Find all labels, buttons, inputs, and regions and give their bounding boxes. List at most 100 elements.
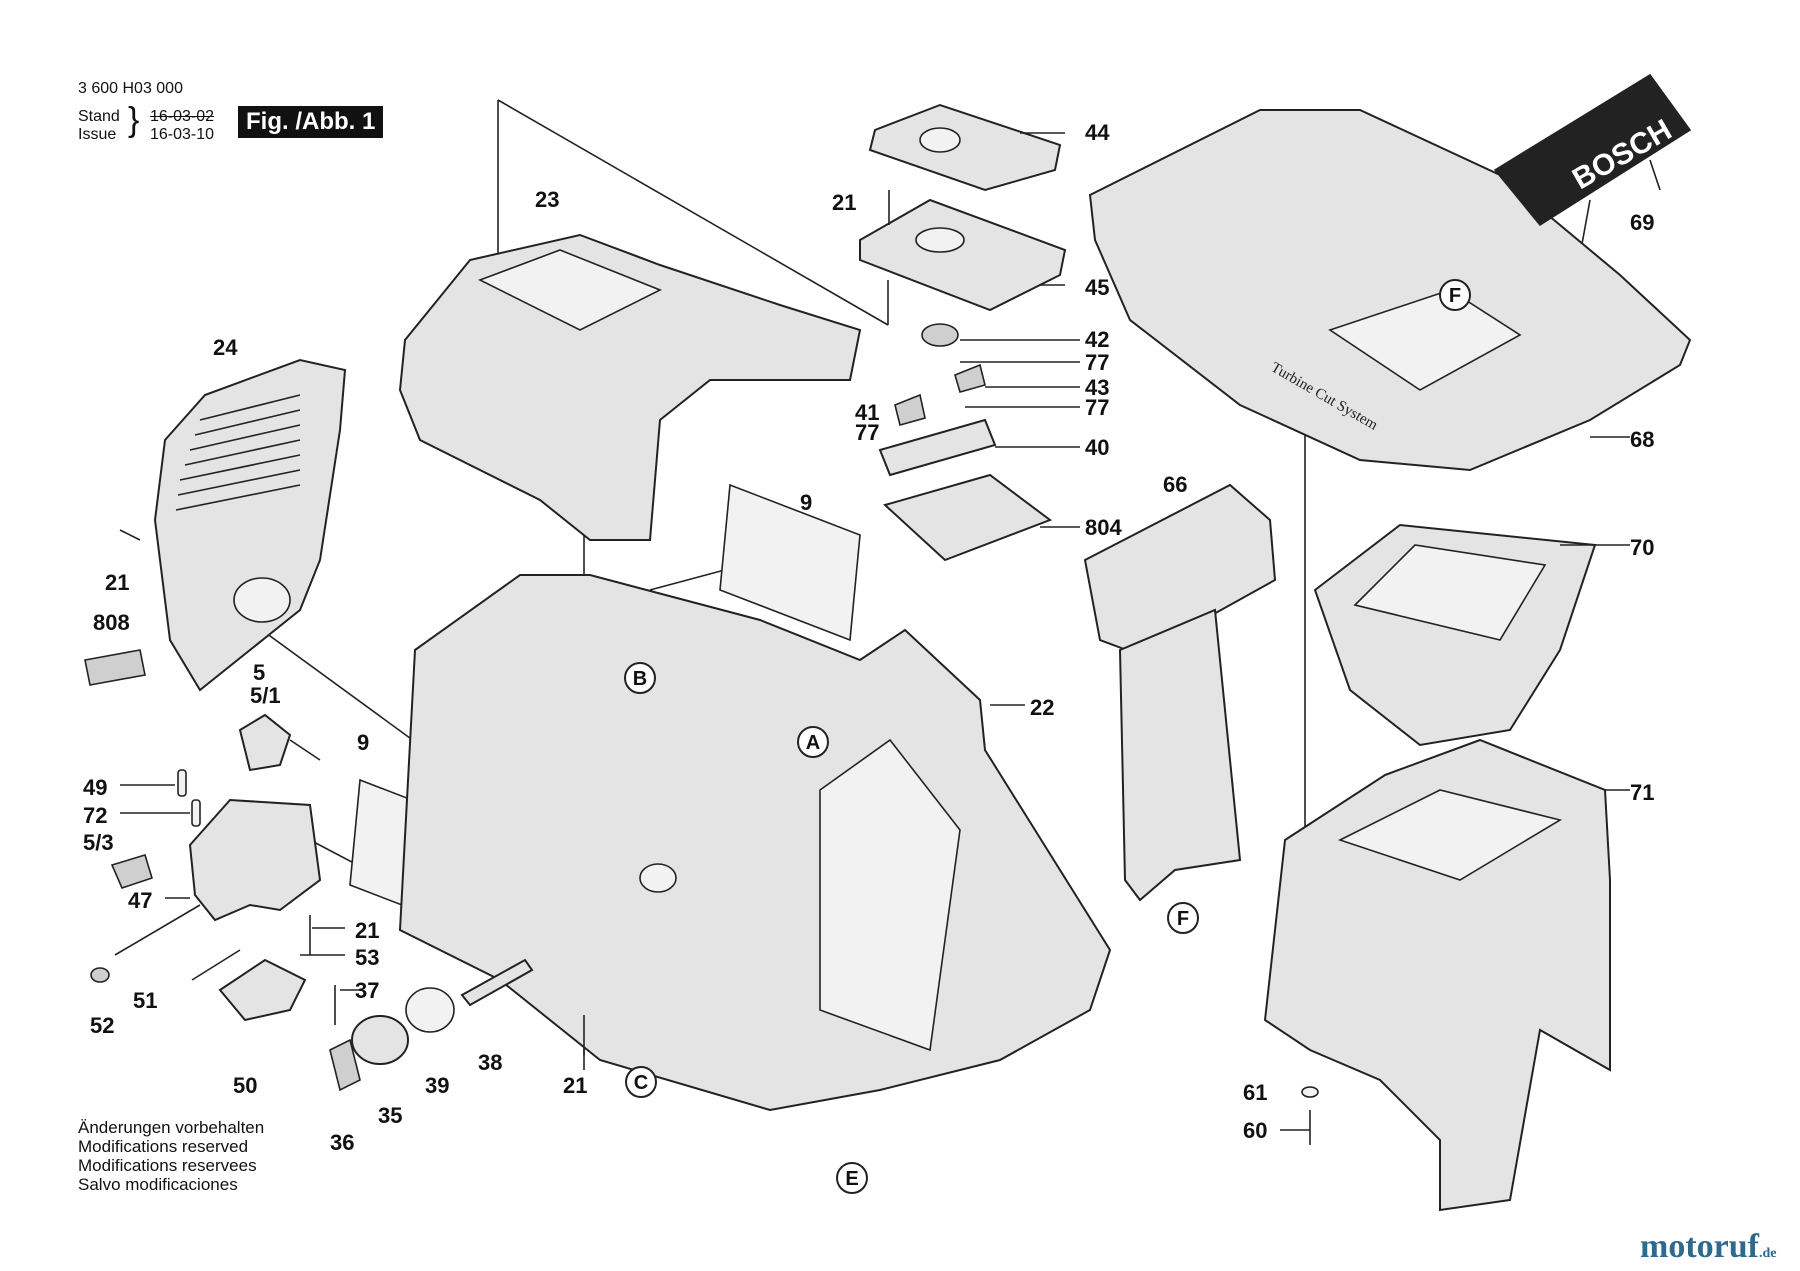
note-line: Änderungen vorbehalten bbox=[78, 1118, 265, 1137]
part-label: 21 bbox=[832, 190, 856, 215]
upper-housing-recess bbox=[478, 249, 662, 331]
vent-slot bbox=[184, 439, 301, 466]
note-line: Modifications reservees bbox=[78, 1156, 257, 1175]
feed-chute-top bbox=[1083, 483, 1277, 657]
part-label: 77 bbox=[1085, 350, 1109, 375]
part-label: 21 bbox=[105, 570, 129, 595]
callout-letter: B bbox=[633, 668, 647, 690]
callout-marker: E bbox=[836, 1162, 868, 1194]
part-9-label-upper bbox=[719, 483, 861, 642]
callout-letter: F bbox=[1177, 908, 1189, 930]
assembly-line bbox=[254, 624, 441, 761]
vent-slot bbox=[177, 469, 301, 496]
note-line: Salvo modificaciones bbox=[78, 1175, 238, 1194]
part-label: 36 bbox=[330, 1130, 354, 1155]
plate-45-opening bbox=[915, 227, 965, 253]
part-69-brand-badge: BOSCH bbox=[1493, 73, 1692, 227]
upper-housing-shape bbox=[398, 233, 862, 541]
plug-body bbox=[238, 713, 292, 772]
part-5-3-clip bbox=[110, 854, 153, 889]
switch-plate-shape bbox=[868, 103, 1062, 192]
callout-marker: B bbox=[624, 662, 656, 694]
switch-housing-shape bbox=[188, 798, 322, 922]
part-label: 68 bbox=[1630, 427, 1654, 452]
hopper-shape bbox=[1088, 109, 1692, 472]
part-label: 45 bbox=[1085, 275, 1109, 300]
part-5-plug bbox=[238, 713, 321, 772]
part-label: 40 bbox=[1085, 435, 1109, 460]
part-label: 808 bbox=[93, 610, 130, 635]
part-47-switch-housing bbox=[188, 798, 322, 922]
part-40-switch-board bbox=[878, 418, 997, 477]
part-36-lever bbox=[329, 1038, 361, 1092]
callout-marker: C bbox=[625, 1066, 657, 1098]
part-39-ring bbox=[405, 987, 455, 1033]
feed-chute-body bbox=[1118, 608, 1242, 902]
part-label: 38 bbox=[478, 1050, 502, 1075]
vent-slot bbox=[179, 454, 301, 481]
part-24-side-cover bbox=[153, 358, 347, 692]
part-50-bracket bbox=[218, 958, 307, 1022]
assembly-line bbox=[191, 949, 241, 981]
vent-slot bbox=[189, 424, 301, 451]
date-brace: } bbox=[128, 101, 140, 139]
part-label: 61 bbox=[1243, 1080, 1267, 1105]
watermark: motoruf.de bbox=[1640, 1228, 1776, 1266]
part-35-gear-knob bbox=[351, 1015, 409, 1065]
leader-line bbox=[1649, 159, 1661, 191]
part-70-basket bbox=[1313, 523, 1597, 747]
part-72-pin bbox=[191, 799, 201, 827]
part-38-screw bbox=[460, 958, 534, 1007]
part-label: 5 bbox=[253, 660, 265, 685]
part-41-cap bbox=[894, 393, 926, 426]
part-52-spring bbox=[90, 967, 110, 983]
part-label: 60 bbox=[1243, 1118, 1267, 1143]
part-label: 9 bbox=[800, 490, 812, 515]
part-label: 50 bbox=[233, 1073, 257, 1098]
switch-knob bbox=[919, 127, 961, 153]
part-808-sticker bbox=[84, 649, 146, 686]
part-label: 35 bbox=[378, 1103, 402, 1128]
document-number: 3 600 H03 000 bbox=[78, 80, 183, 97]
part-label: 69 bbox=[1630, 210, 1654, 235]
callout-circle bbox=[797, 726, 829, 758]
issue-label: Issue bbox=[78, 126, 117, 143]
brand-badge-shape bbox=[1493, 73, 1692, 227]
part-label: 5/3 bbox=[83, 830, 114, 855]
part-label: 5/1 bbox=[250, 683, 281, 708]
plug-pin bbox=[289, 739, 321, 761]
part-label: 23 bbox=[535, 187, 559, 212]
part-label: 41 bbox=[855, 400, 879, 425]
part-44-switch-plate bbox=[868, 103, 1062, 192]
part-label: 22 bbox=[1030, 695, 1054, 720]
callout-letter: C bbox=[634, 1072, 648, 1094]
side-cover-shape bbox=[153, 358, 347, 692]
plate-45-shape bbox=[859, 198, 1067, 312]
vent-slot bbox=[199, 394, 301, 421]
part-label: 47 bbox=[128, 888, 152, 913]
callout-marker: F bbox=[1167, 902, 1199, 934]
lower-housing-chute bbox=[819, 738, 961, 1052]
part-label: 49 bbox=[83, 775, 107, 800]
stand-opening bbox=[1337, 789, 1563, 881]
part-label: 51 bbox=[133, 988, 157, 1013]
part-label: 66 bbox=[1163, 472, 1187, 497]
part-label: 39 bbox=[425, 1073, 449, 1098]
part-label: 71 bbox=[1630, 780, 1654, 805]
part-label: 21 bbox=[563, 1073, 587, 1098]
part-23-upper-housing bbox=[398, 233, 862, 541]
callout-circle bbox=[1167, 902, 1199, 934]
note-line: Modifications reserved bbox=[78, 1137, 249, 1156]
part-66-feed-chute bbox=[1083, 483, 1277, 902]
issue-date: 16-03-10 bbox=[150, 126, 215, 143]
part-label: 70 bbox=[1630, 535, 1654, 560]
figure-badge: Fig. /Abb. 1 bbox=[238, 106, 384, 138]
callout-circle bbox=[836, 1162, 868, 1194]
hopper-feed-opening bbox=[1328, 289, 1522, 391]
assembly-line bbox=[497, 99, 889, 326]
part-c-ring bbox=[639, 863, 677, 893]
vent-slots bbox=[175, 394, 301, 511]
part-label: 9 bbox=[357, 730, 369, 755]
